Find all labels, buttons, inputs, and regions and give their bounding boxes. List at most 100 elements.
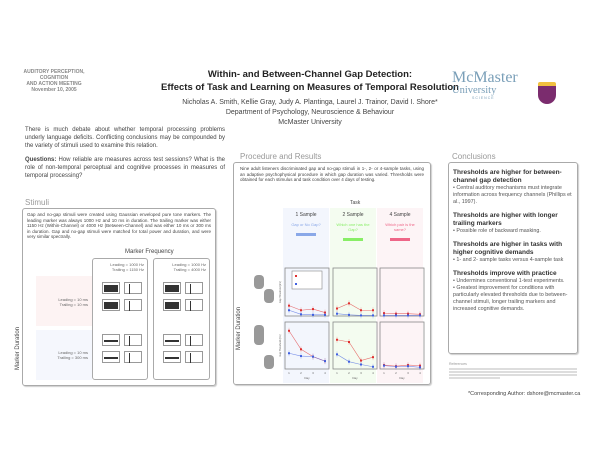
between-data-point <box>336 338 338 341</box>
x-axis-label: Day <box>304 376 310 380</box>
within-series-line <box>288 352 326 362</box>
x-tick-label: 2 <box>300 371 302 375</box>
waveform-plot <box>102 351 120 363</box>
row-2-lead: Leading = 10 ms <box>58 350 88 355</box>
conference-name-2: AND ACTION MEETING <box>26 81 82 87</box>
x-tick-label: 1 <box>336 371 338 375</box>
authors: Nicholas A. Smith, Kellie Gray, Judy A. … <box>182 99 438 106</box>
task-question: Which one has the Gap? <box>336 222 370 232</box>
logo-line-3: SCIENCE <box>472 96 495 100</box>
waveform-plot <box>124 299 142 311</box>
procedure-text: Nine adult listeners discriminated gap a… <box>240 166 424 182</box>
waveform-plot <box>163 299 181 311</box>
x-axis-label: Day <box>399 376 405 380</box>
within-data-point <box>407 365 409 368</box>
crest-icon <box>538 82 556 104</box>
waveform-plot <box>124 334 142 346</box>
within-data-point <box>324 360 326 363</box>
task-name: 4 Sample <box>389 212 411 218</box>
corresponding-author: *Corresponding Author: dshore@mcmaster.c… <box>468 391 581 397</box>
within-data-point <box>383 364 385 367</box>
stimuli-heading: Stimuli <box>25 198 50 207</box>
conclusion-point: • Possible role of backward masking. <box>453 228 541 234</box>
intro-section: There is much debate about whether tempo… <box>25 127 225 181</box>
within-data-point <box>348 313 350 316</box>
within-data-point <box>312 355 314 358</box>
procedure-box: Nine adult listeners discriminated gap a… <box>233 162 431 385</box>
questions-body: How reliable are measures across test se… <box>25 157 225 179</box>
chart-panel <box>379 267 425 317</box>
title-line-2: Effects of Task and Learning on Measures… <box>161 82 459 93</box>
within-data-point <box>395 365 397 368</box>
conclusions-heading: Conclusions <box>452 152 496 161</box>
title-line-1: Within- and Between-Channel Gap Detectio… <box>207 69 413 80</box>
waveform-plot <box>124 282 142 294</box>
task-question: Which pair is the same? <box>385 222 415 232</box>
col-1-lead: Leading = 1000 Hz <box>110 262 144 267</box>
within-data-point <box>336 353 338 356</box>
between-data-point <box>372 356 374 359</box>
between-data-point <box>348 302 350 305</box>
task-stimulus-icon <box>390 238 410 241</box>
x-tick-label: 2 <box>395 371 397 375</box>
between-data-point <box>360 309 362 312</box>
row-bg-short <box>36 276 92 326</box>
procedure-heading: Procedure and Results <box>240 152 322 161</box>
legend-marker-between <box>295 275 297 277</box>
x-tick-label: 3 <box>312 371 314 375</box>
chart-panel <box>332 321 378 370</box>
logo-line-2: University <box>452 85 497 96</box>
poster-title: Within- and Between-Channel Gap Detectio… <box>150 68 470 94</box>
conclusion-point: • Undermines conventional 1-test experim… <box>453 278 565 284</box>
waveform-plot <box>185 351 203 363</box>
conclusion-title: Thresholds are higher in tasks with high… <box>453 241 563 256</box>
task-name: 2 Sample <box>342 212 364 218</box>
within-data-point <box>348 360 350 363</box>
chart-panel <box>284 321 330 370</box>
within-data-point <box>419 314 421 317</box>
within-data-point <box>360 363 362 366</box>
within-data-point <box>372 314 374 317</box>
conclusion-point: • Central auditory mechanisms must integ… <box>453 185 572 205</box>
col-2-trail: Trailing = 4000 Hz <box>173 267 206 272</box>
questions-label: Questions: <box>25 157 57 164</box>
intro-text: There is much debate about whether tempo… <box>25 127 225 149</box>
between-series-line <box>336 303 373 311</box>
chart-legend <box>291 270 323 290</box>
task-stimulus-icon <box>296 233 316 236</box>
within-data-point <box>360 314 362 317</box>
task-label: Task <box>350 200 361 206</box>
within-data-point <box>336 312 338 315</box>
waveform-plot <box>124 351 142 363</box>
conclusion-title: Thresholds are higher for between-channe… <box>453 169 562 184</box>
marker-frequency-label: Marker Frequency <box>125 249 174 255</box>
waveform-plot <box>185 282 203 294</box>
within-data-point <box>300 313 302 316</box>
conference-name: AUDITORY PERCEPTION, COGNITION <box>23 69 85 81</box>
duration-pill <box>254 325 264 345</box>
within-data-point <box>383 314 385 317</box>
stimuli-text: Gap and no-gap stimuli were created usin… <box>27 212 211 239</box>
x-tick-label: 1 <box>288 371 290 375</box>
legend-marker-within <box>295 283 297 285</box>
between-series-line <box>383 312 421 315</box>
waveform-plot <box>102 282 120 294</box>
x-axis-label: Day <box>352 376 358 380</box>
university: McMaster University <box>278 119 342 126</box>
x-tick-label: 3 <box>360 371 362 375</box>
waveform-plot <box>185 299 203 311</box>
mcmaster-logo: McMaster University SCIENCE <box>452 70 572 110</box>
conclusion-point: • 1- and 2- sample tasks versus 4-sample… <box>453 257 564 263</box>
conclusion-title: Thresholds are higher with longer traili… <box>453 212 558 227</box>
within-data-point <box>300 355 302 358</box>
task-question: Gap or No Gap? <box>291 222 321 227</box>
references-label: References <box>449 362 467 366</box>
between-series-line <box>383 364 421 367</box>
col-1-trail: Trailing = 1150 Hz <box>111 267 144 272</box>
within-data-point <box>372 365 374 368</box>
